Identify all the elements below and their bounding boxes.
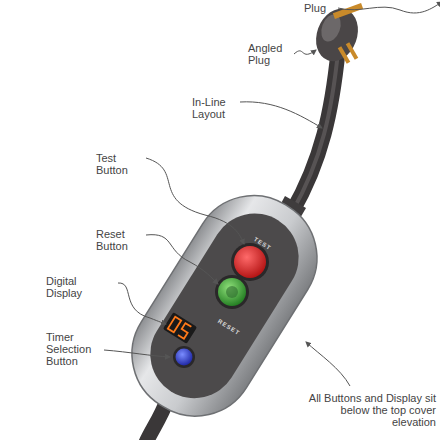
part-label: Angled Plug bbox=[248, 42, 292, 66]
part-label: Test Button bbox=[96, 152, 142, 176]
note-label: All Buttons and Display sit below the to… bbox=[300, 392, 436, 428]
part-label: In-Line Layout bbox=[192, 96, 240, 120]
cord-highlight bbox=[292, 52, 338, 212]
digital-display bbox=[163, 312, 197, 344]
cord bbox=[292, 52, 338, 212]
timer-button bbox=[176, 349, 193, 366]
part-label: Reset Button bbox=[96, 228, 142, 252]
leader-lines bbox=[104, 2, 440, 386]
reset-button bbox=[218, 278, 246, 306]
housing bbox=[109, 173, 339, 439]
part-label: Digital Display bbox=[46, 275, 96, 299]
test-button bbox=[234, 246, 266, 278]
part-label: Timer Selection Button bbox=[46, 331, 102, 367]
part-label: Plug bbox=[304, 2, 338, 14]
